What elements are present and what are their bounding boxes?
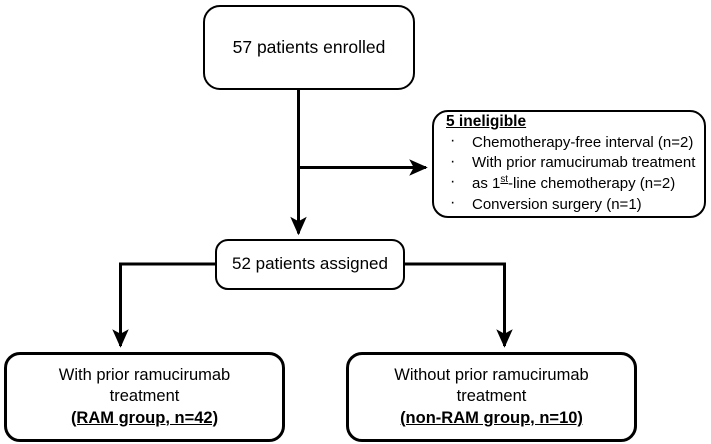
node-enrolled: 57 patients enrolled bbox=[203, 5, 415, 90]
node-nonram-group: Without prior ramucirumab treatment (non… bbox=[346, 352, 637, 442]
ineligible-reason-item: With prior ramucirumab treatment bbox=[446, 151, 698, 173]
node-nonram-group-line1: Without prior ramucirumab bbox=[394, 365, 589, 384]
ordinal-suffix: st bbox=[500, 174, 509, 186]
node-ram-group-text: With prior ramucirumab treatment (RAM gr… bbox=[59, 365, 230, 429]
node-enrolled-label: 57 patients enrolled bbox=[232, 37, 386, 58]
ineligible-reason-text: With prior ramucirumab treatment bbox=[472, 154, 696, 172]
ineligible-reason-item: Conversion surgery (n=1) bbox=[446, 192, 698, 215]
ineligible-reason-text-pre: as 1 bbox=[472, 175, 501, 193]
ineligible-reason-text: Chemotherapy-free interval (n=2) bbox=[472, 133, 694, 151]
ineligible-reason-text-post: -line chemotherapy (n=2) bbox=[508, 175, 676, 193]
node-assigned-label: 52 patients assigned bbox=[232, 254, 388, 274]
ineligible-reason-text: Conversion surgery (n=1) bbox=[472, 195, 642, 213]
ineligible-reason-item: Chemotherapy-free interval (n=2) bbox=[446, 130, 698, 153]
node-ineligible: 5 ineligible Chemotherapy-free interval … bbox=[432, 110, 706, 218]
node-nonram-group-text: Without prior ramucirumab treatment (non… bbox=[394, 365, 588, 429]
node-ram-group-line3: (RAM group, n=42) bbox=[70, 408, 219, 427]
node-ram-group: With prior ramucirumab treatment (RAM gr… bbox=[4, 352, 285, 442]
node-nonram-group-line2: treatment bbox=[456, 387, 527, 406]
node-ram-group-line2: treatment bbox=[109, 387, 180, 406]
edge-assigned-to-nonram bbox=[405, 262, 513, 348]
node-ram-group-line1: With prior ramucirumab bbox=[58, 365, 231, 384]
node-ineligible-heading: 5 ineligible bbox=[446, 113, 527, 131]
node-assigned: 52 patients assigned bbox=[215, 239, 405, 290]
ineligible-reason-list: Chemotherapy-free interval (n=2) With pr… bbox=[446, 130, 698, 215]
node-nonram-group-line3: (non-RAM group, n=10) bbox=[400, 408, 583, 427]
ineligible-reason-continuation: as 1st-line chemotherapy (n=2) bbox=[446, 171, 698, 194]
edge-assigned-to-ram bbox=[112, 262, 215, 348]
